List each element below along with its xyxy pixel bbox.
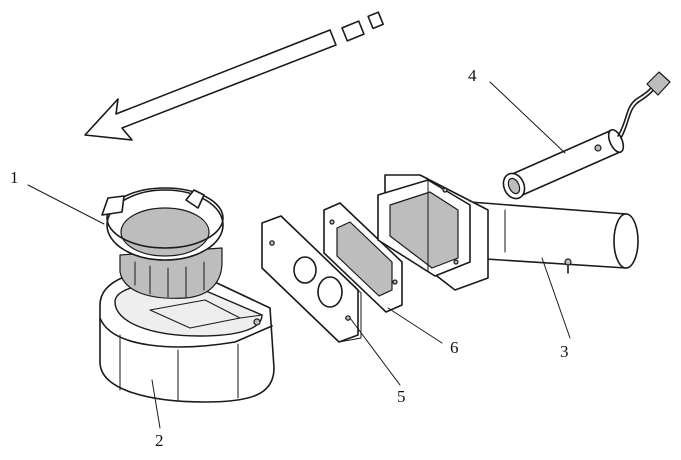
leader-6 [387,307,443,344]
rotor-ring-part-1 [101,187,224,299]
label-part-1: 1 [10,168,19,187]
leader-lines [27,81,571,429]
frame-gasket-part-6 [323,202,403,313]
box-flange-part-3 [377,174,489,291]
label-part-4: 4 [468,66,477,85]
leader-1 [27,184,105,225]
leader-5 [349,317,401,386]
label-part-3: 3 [560,342,569,361]
label-part-6: 6 [450,338,459,357]
leader-3 [541,257,571,339]
lamp-tube-part-4 [502,71,671,200]
leader-4 [489,81,566,154]
label-part-2: 2 [155,431,164,450]
leader-2 [151,379,161,429]
tube-body-part-3 [469,201,639,274]
label-part-5: 5 [397,387,406,406]
flow-arrow [84,11,384,141]
mounting-plate-part-5 [261,215,362,343]
